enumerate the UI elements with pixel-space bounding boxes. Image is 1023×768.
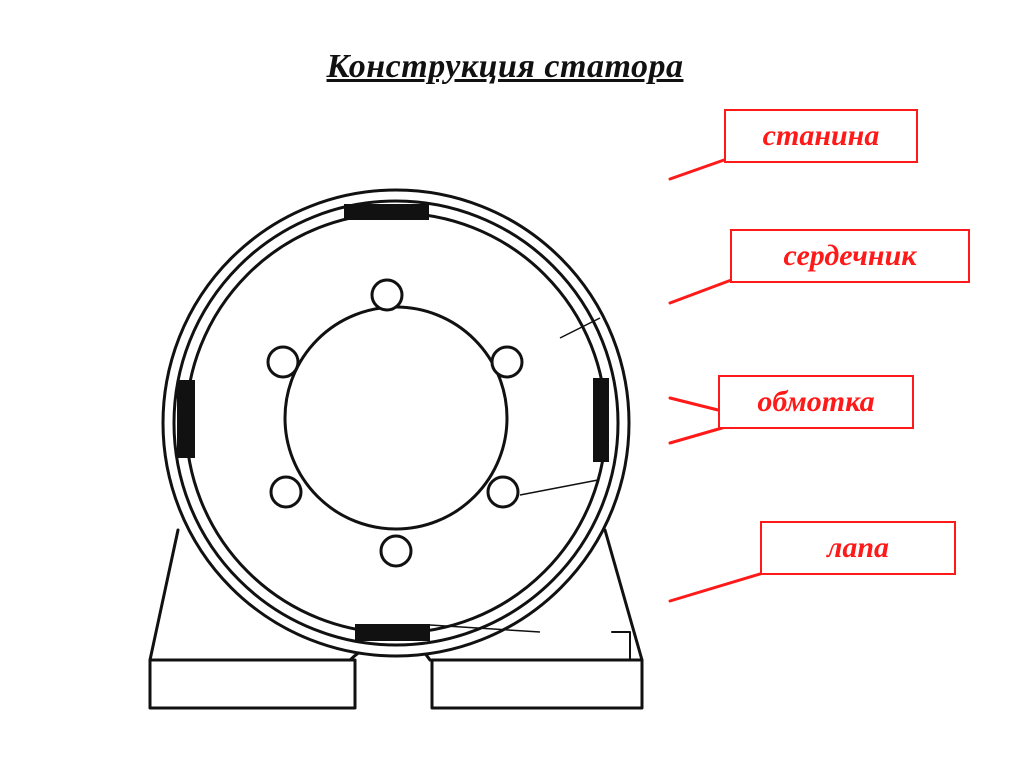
leader-lapa (668, 571, 765, 603)
winding-block-bottom (355, 624, 430, 641)
slot (486, 475, 520, 509)
callout-stanina: станина (724, 109, 918, 163)
leader-stanina (668, 158, 726, 181)
page-title: Конструкция статора (326, 48, 684, 85)
slot (269, 475, 303, 509)
winding-block-left (177, 380, 195, 458)
frame-outer-ring (161, 188, 631, 658)
callout-lapa: лапа (760, 521, 956, 575)
slot (370, 278, 404, 312)
callout-serdechnik: сердечник (730, 229, 970, 283)
winding-block-right (593, 378, 609, 462)
frame-inner-ring (172, 199, 620, 647)
leader-serdechnik (668, 277, 736, 305)
leader-obmotka-upper (668, 396, 720, 412)
slot (490, 345, 524, 379)
callout-obmotka: обмотка (718, 375, 914, 429)
slot (266, 345, 300, 379)
slot (379, 534, 413, 568)
leader-obmotka-lower (668, 426, 724, 445)
winding-block-top (344, 204, 429, 220)
